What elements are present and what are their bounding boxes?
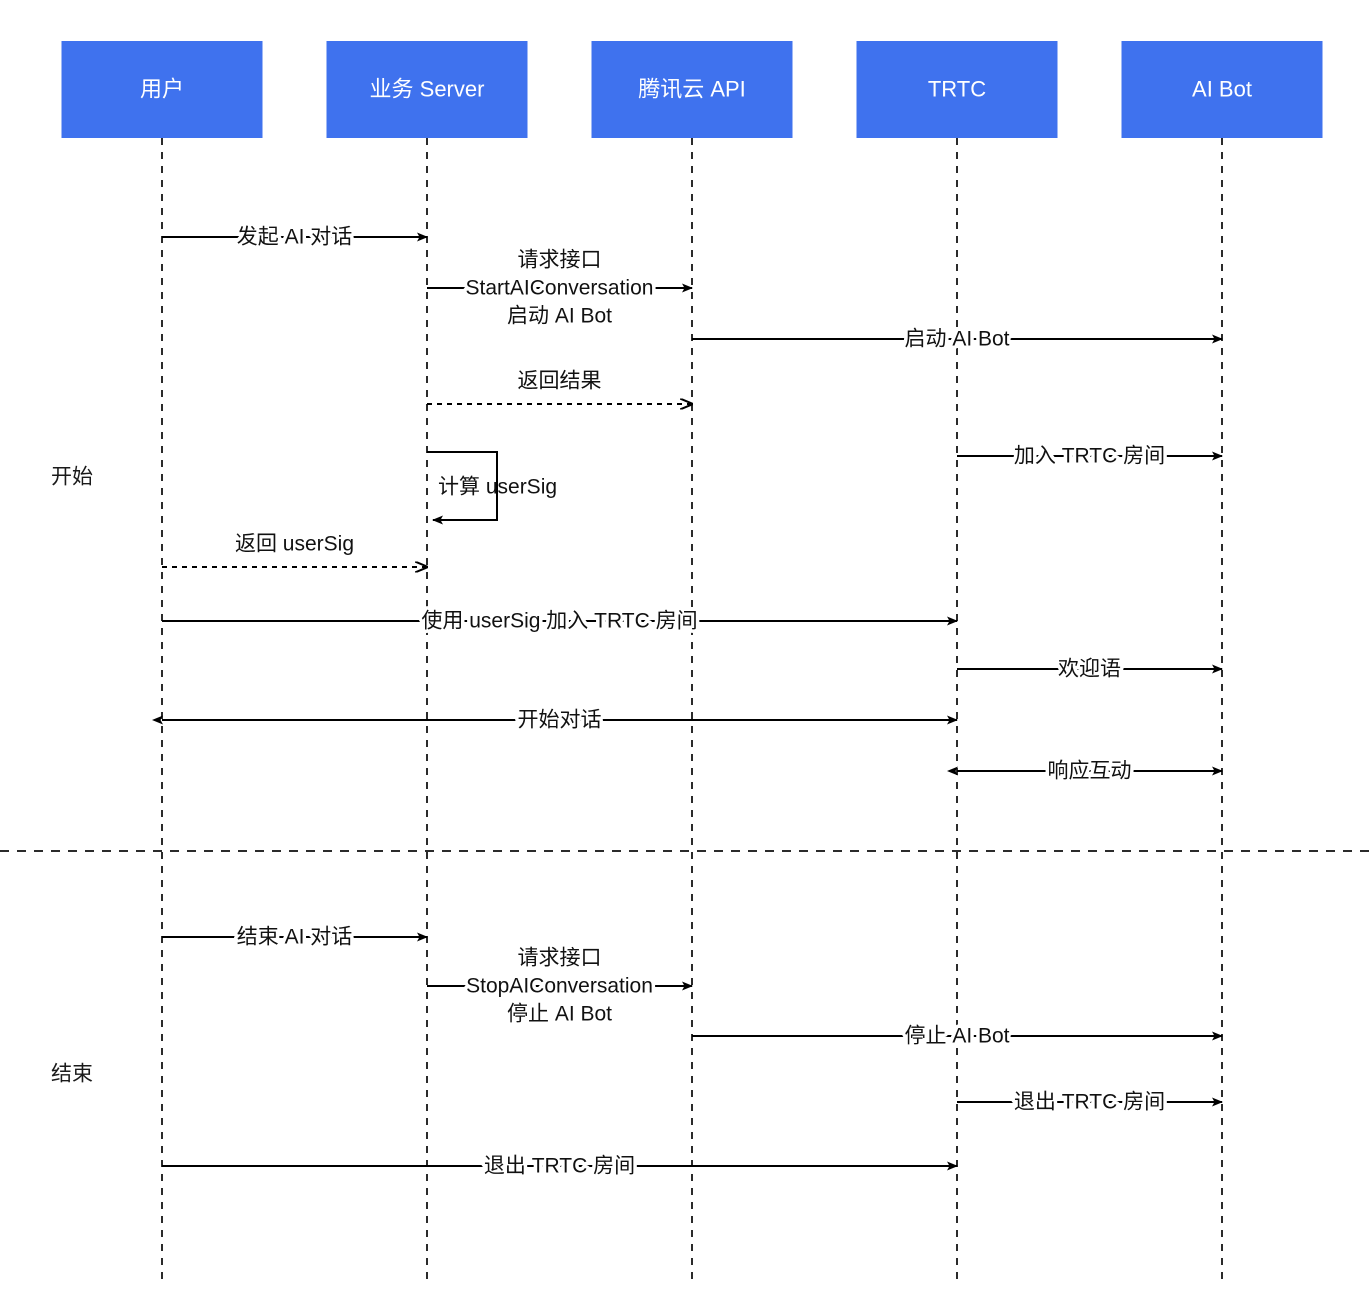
phase-label-start: 开始 <box>51 466 93 489</box>
participant-label: 业务 Server <box>370 76 485 101</box>
participant-label: 用户 <box>140 76 184 101</box>
message-m9: 欢迎语 <box>957 654 1223 684</box>
message-m16: 退出 TRTC 房间 <box>162 1151 958 1181</box>
participant-boxes-layer: 用户 业务 Server 腾讯云 API TRTC AI Bot <box>61 41 1323 138</box>
message-m14: 停止 AI Bot <box>692 1021 1223 1051</box>
message-label: 使用 userSig 加入 TRTC 房间 <box>421 610 697 633</box>
participant-box-bot[interactable]: AI Bot <box>1121 41 1323 138</box>
message-m15: 退出 TRTC 房间 <box>957 1087 1223 1117</box>
message-m2: 请求接口 StartAIConversation 启动 AI Bot <box>427 249 693 328</box>
participant-box-fill <box>326 41 528 138</box>
message-label: 计算 userSig <box>438 476 557 499</box>
phase-label-end: 结束 <box>51 1063 93 1086</box>
participant-box-api[interactable]: 腾讯云 API <box>591 41 793 138</box>
message-label: 退出 TRTC 房间 <box>1014 1091 1165 1114</box>
participant-box-server[interactable]: 业务 Server <box>326 41 528 138</box>
message-m11: 响应互动 <box>947 756 1223 786</box>
message-m6: 计算 userSig <box>427 451 557 525</box>
message-label-below: 启动 AI Bot <box>507 305 612 328</box>
message-m13: 请求接口 StopAIConversation 停止 AI Bot <box>427 947 693 1026</box>
message-label-below: 停止 AI Bot <box>507 1003 612 1026</box>
participant-label: AI Bot <box>1192 76 1252 101</box>
message-label-above: 请求接口 <box>518 249 602 272</box>
message-label: 加入 TRTC 房间 <box>1014 445 1165 468</box>
lifelines-layer <box>161 138 1223 1285</box>
message-label: 返回结果 <box>518 370 602 393</box>
message-label-above: 请求接口 <box>518 947 602 970</box>
participant-label: TRTC <box>928 76 986 101</box>
participant-box-fill <box>856 41 1058 138</box>
message-m3: 启动 AI Bot <box>692 324 1223 354</box>
participant-label: 腾讯云 API <box>638 76 746 101</box>
message-label: 发起 AI 对话 <box>237 226 353 249</box>
message-label: 响应互动 <box>1048 760 1132 783</box>
message-label: 启动 AI Bot <box>904 328 1009 351</box>
participant-box-trtc[interactable]: TRTC <box>856 41 1058 138</box>
message-label: 开始对话 <box>518 709 602 732</box>
participant-box-fill <box>61 41 263 138</box>
message-label: 停止 AI Bot <box>904 1025 1009 1048</box>
message-m5: 加入 TRTC 房间 <box>957 441 1223 471</box>
participant-box-fill <box>591 41 793 138</box>
message-label: StartAIConversation <box>466 277 654 300</box>
message-label: 欢迎语 <box>1058 658 1121 681</box>
message-m4: 返回结果 <box>427 370 692 404</box>
message-m8: 使用 userSig 加入 TRTC 房间 <box>162 606 958 636</box>
message-label: 返回 userSig <box>235 533 354 556</box>
message-m7: 返回 userSig <box>162 533 427 567</box>
participant-box-user[interactable]: 用户 <box>61 41 263 138</box>
participant-box-fill <box>1121 41 1323 138</box>
message-m1: 发起 AI 对话 <box>162 222 428 252</box>
message-m12: 结束 AI 对话 <box>162 922 428 952</box>
message-label: StopAIConversation <box>466 975 653 998</box>
message-m10: 开始对话 <box>152 705 958 735</box>
message-label: 退出 TRTC 房间 <box>484 1155 635 1178</box>
message-label: 结束 AI 对话 <box>237 926 353 949</box>
message-path <box>427 451 498 525</box>
